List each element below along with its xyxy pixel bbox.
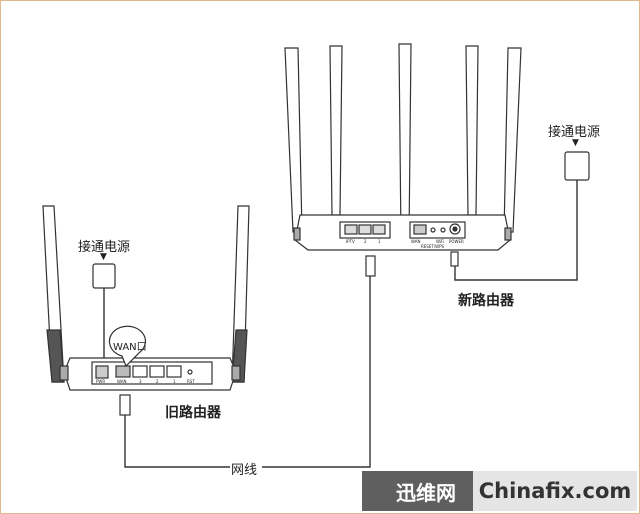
wan-callout-label: WAN口	[113, 342, 147, 353]
network-cable	[124, 276, 371, 468]
new-port-1: 1	[378, 239, 381, 244]
new-port-power: POWER	[449, 239, 464, 244]
new-router-body	[293, 214, 512, 251]
arrow-down-icon: ▼	[572, 138, 579, 148]
arrow-down-icon: ▼	[100, 252, 107, 262]
cable-label: 网线	[231, 463, 258, 478]
new-router-label: 新路由器	[458, 293, 514, 309]
new-port-2: 2	[364, 239, 367, 244]
new-port-wan: WAN	[411, 239, 421, 244]
new-port-reset: RESET/WPS	[421, 244, 445, 249]
new-port-iptv: IPTV	[346, 239, 355, 244]
wan-callout-bubble	[108, 325, 147, 368]
watermark-cn-text: 迅维网	[396, 480, 456, 505]
new-power-cable	[454, 180, 578, 281]
old-port-1: 1	[173, 379, 176, 384]
old-port-3: 3	[139, 379, 142, 384]
old-router-wan-plug	[119, 394, 131, 416]
new-power-adapter	[564, 151, 590, 181]
new-router-lan-plug	[365, 255, 376, 277]
new-power-label: 接通电源	[548, 125, 601, 140]
watermark-en: Chinafix.com	[473, 471, 637, 511]
old-port-pwr: PWR	[96, 379, 106, 384]
watermark-cn: 迅维网	[362, 471, 473, 511]
old-router-antennas	[42, 205, 250, 383]
new-router-antennas	[284, 43, 522, 241]
old-port-rst: RST	[187, 379, 195, 384]
old-port-wan: WAN	[117, 379, 127, 384]
new-port-wifi: WiFi	[436, 239, 445, 244]
old-port-2: 2	[156, 379, 159, 384]
watermark-en-text: Chinafix.com	[478, 479, 632, 503]
old-router-label: 旧路由器	[165, 405, 221, 421]
old-power-label: 接通电源	[78, 240, 131, 255]
old-router-body	[59, 357, 241, 391]
new-router-power-plug	[450, 251, 459, 267]
old-power-adapter	[92, 263, 116, 289]
